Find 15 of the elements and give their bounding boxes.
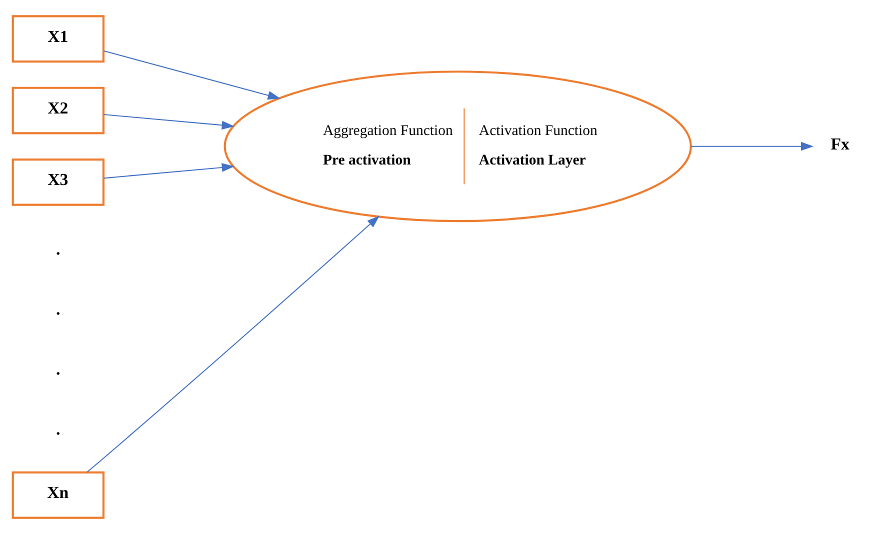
arrow xyxy=(86,215,380,472)
label: . xyxy=(55,354,62,380)
label: . xyxy=(55,294,62,320)
arrow xyxy=(104,114,234,130)
arrow xyxy=(104,162,234,178)
label: . xyxy=(55,234,62,260)
arrow xyxy=(104,50,280,100)
node-box: X3 xyxy=(12,158,105,206)
node-box: Xn xyxy=(12,470,105,518)
node-box: X2 xyxy=(12,86,105,134)
node-text: Fx xyxy=(830,134,850,153)
arrow xyxy=(691,141,814,150)
node-box: X1 xyxy=(12,14,105,62)
label: . xyxy=(55,414,62,440)
node-ellipse: Aggregation Function Pre activation Activation Function Activation Layer xyxy=(224,70,692,222)
